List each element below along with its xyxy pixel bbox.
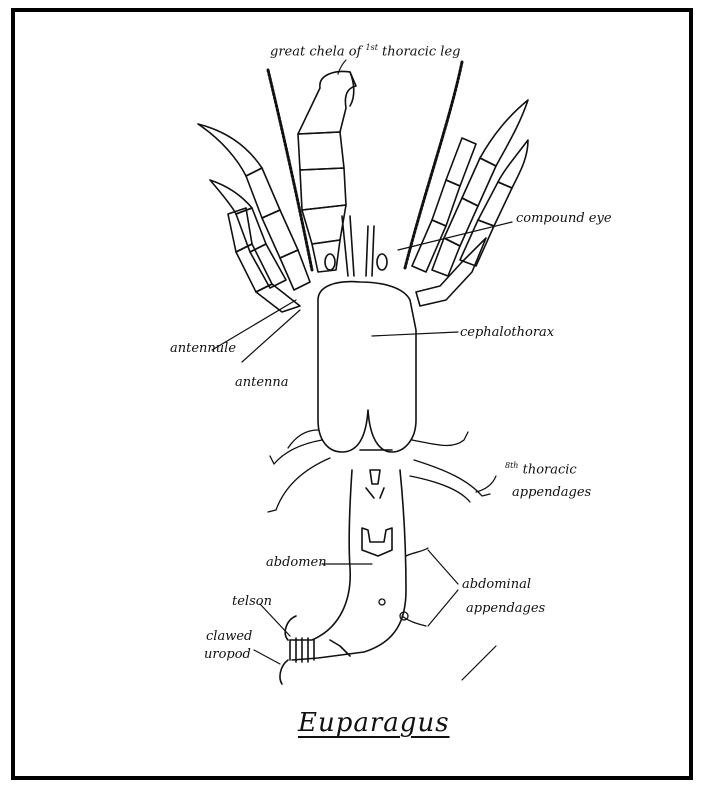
page-title: Euparagus (298, 708, 450, 738)
right-antenna-flagellum (405, 62, 462, 268)
label-eighth-thoracic-appendages-line2: appendages (512, 486, 591, 499)
label-clawed-uropod-line2: uropod (204, 648, 251, 661)
label-antennule: antennule (170, 342, 236, 355)
label-great-chela: great chela of 1st thoracic leg (270, 44, 460, 58)
label-abdomen: abdomen (266, 556, 327, 569)
label-telson: telson (232, 595, 272, 608)
left-walking-legs (198, 124, 310, 312)
label-abdominal-appendages-line2: appendages (466, 602, 545, 615)
label-abdominal-appendages: abdominal (462, 578, 531, 591)
label-clawed-uropod: clawed (206, 630, 252, 643)
antennules (342, 216, 374, 276)
label-eighth-thoracic-appendages: 8th thoracic (505, 462, 577, 476)
right-walking-legs (412, 100, 528, 306)
eyes (325, 254, 387, 270)
thoracic-appendages-fringed (268, 430, 490, 512)
label-cephalothorax: cephalothorax (460, 326, 554, 339)
cephalothorax (318, 282, 416, 452)
telson-uropod (280, 616, 350, 684)
label-antenna: antenna (235, 376, 289, 389)
label-compound-eye: compound eye (516, 212, 612, 225)
